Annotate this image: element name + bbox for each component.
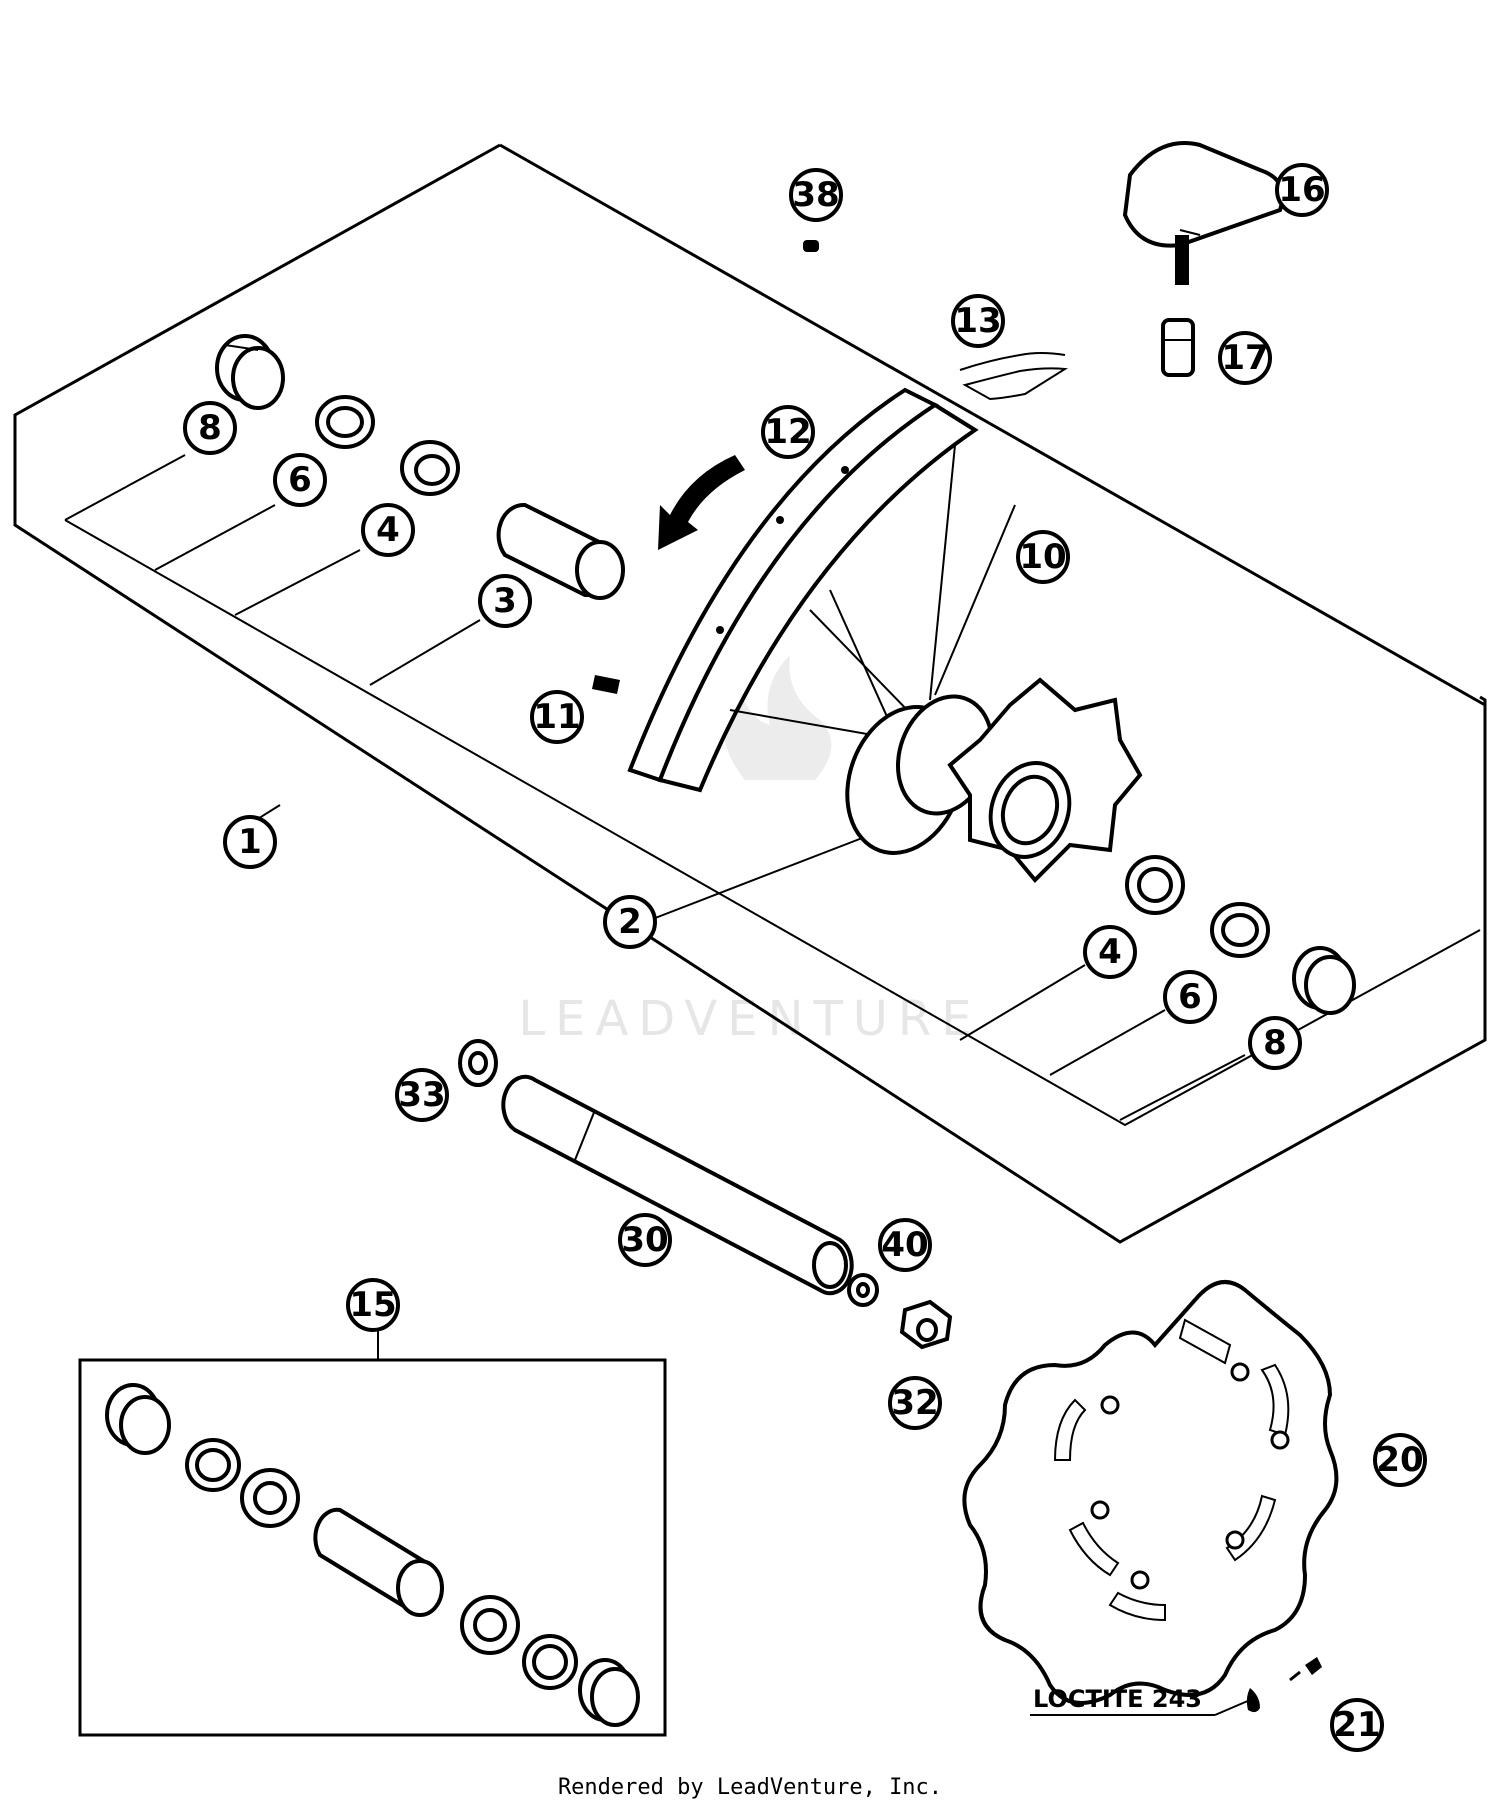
callout-label: 8 [198,408,222,448]
loctite-drop-icon [1246,1688,1260,1713]
leader-4a [234,549,361,616]
callout-label: 6 [288,460,312,500]
callout-label: 2 [618,902,642,942]
rotation-arrow-icon [658,455,745,550]
callout-13: 13 [951,294,1005,348]
callout-label: 33 [398,1075,445,1115]
callout-40: 40 [878,1218,932,1272]
leader-6a [154,504,276,571]
callout-label: 4 [1098,932,1122,972]
callout-label: 30 [621,1220,668,1260]
callout-33: 33 [395,1068,449,1122]
spacer-tube-icon [496,502,625,600]
rim-icon [627,387,979,793]
callout-label: 21 [1333,1705,1380,1745]
kit-bearing-left-icon [240,1468,300,1528]
callout-label: 16 [1278,170,1325,210]
shaft-seal-icon [458,1039,498,1087]
bearing-left-icon [400,440,460,496]
callout-label: 1 [238,822,262,862]
callout-label: 8 [1263,1023,1287,1063]
callout-label: 40 [881,1225,928,1265]
callout-label: 4 [376,510,400,550]
leader-6b [1049,1009,1166,1076]
rim-tape-icon [959,352,1069,401]
callout-15: 15 [346,1278,400,1332]
loctite-leader [1214,1699,1251,1716]
bushing-right-icon [1292,946,1356,1015]
callout-12: 12 [761,405,815,459]
callout-4-right: 4 [1083,925,1137,979]
callout-label: 10 [1019,537,1066,577]
axle-nut-icon [899,1299,953,1350]
spoke-nipple-icon [592,675,620,694]
kit-bearing-right-icon [460,1595,520,1655]
seal-ring-right-icon [1210,902,1270,958]
callout-label: 13 [954,301,1001,341]
callout-1: 1 [223,815,277,869]
wheel-assembly-top-edge [499,143,1486,707]
seal-ring-left-icon [315,395,375,449]
inner-box-outline [64,519,1481,1127]
callout-30: 30 [618,1213,672,1267]
leader-8a [64,454,186,521]
leader-8b [1119,1054,1246,1121]
callout-label: 17 [1221,338,1268,378]
callout-17: 17 [1218,331,1272,385]
callout-2: 2 [603,895,657,949]
rim-lock-nut-icon [1161,318,1195,377]
callout-label: 20 [1376,1440,1423,1480]
callout-8-right: 8 [1248,1016,1302,1070]
callout-11: 11 [530,690,584,744]
disc-bolt-icon [1289,1657,1322,1682]
callout-4-left: 4 [361,503,415,557]
callout-10: 10 [1016,530,1070,584]
kit-seal-ring-left-icon [185,1438,241,1492]
washer-icon [847,1273,879,1307]
bushing-left-icon [215,334,285,410]
watermark-text: LEADVENTURE [518,991,981,1047]
callout-label: 12 [764,412,811,452]
kit-bushing-left-icon [105,1383,171,1455]
callout-label: 15 [349,1285,396,1325]
callout-16: 16 [1275,163,1329,217]
callout-38: 38 [789,168,843,222]
callout-20: 20 [1373,1433,1427,1487]
rim-lock-icon [1122,141,1285,285]
leader-2 [649,834,871,921]
hub-icon [845,677,1143,883]
kit-spacer-tube-icon [313,1507,444,1617]
callout-8-left: 8 [183,401,237,455]
axle-icon [501,1074,854,1296]
loctite-label: LOCTITE 243 [1033,1685,1202,1713]
callout-32: 32 [888,1376,942,1430]
brake-disc-icon [962,1280,1339,1705]
bearing-kit-box [78,1310,667,1737]
callout-label: 32 [891,1383,938,1423]
callout-3: 3 [478,574,532,628]
kit-seal-ring-right-icon [522,1634,578,1690]
callout-label: 38 [792,175,839,215]
callout-label: 3 [493,581,517,621]
valve-cap-icon [803,240,819,252]
callout-label: 6 [1178,977,1202,1017]
callout-label: 11 [533,697,580,737]
render-credit: Rendered by LeadVenture, Inc. [557,1775,943,1800]
callout-6-left: 6 [273,453,327,507]
bearing-right-icon [1125,855,1185,915]
leader-4b [959,964,1086,1041]
kit-bushing-right-icon [578,1658,640,1727]
wheel-assembly-outline [13,143,1487,1244]
callout-21: 21 [1330,1698,1384,1752]
leader-3 [369,619,481,686]
callout-6-right: 6 [1163,970,1217,1024]
